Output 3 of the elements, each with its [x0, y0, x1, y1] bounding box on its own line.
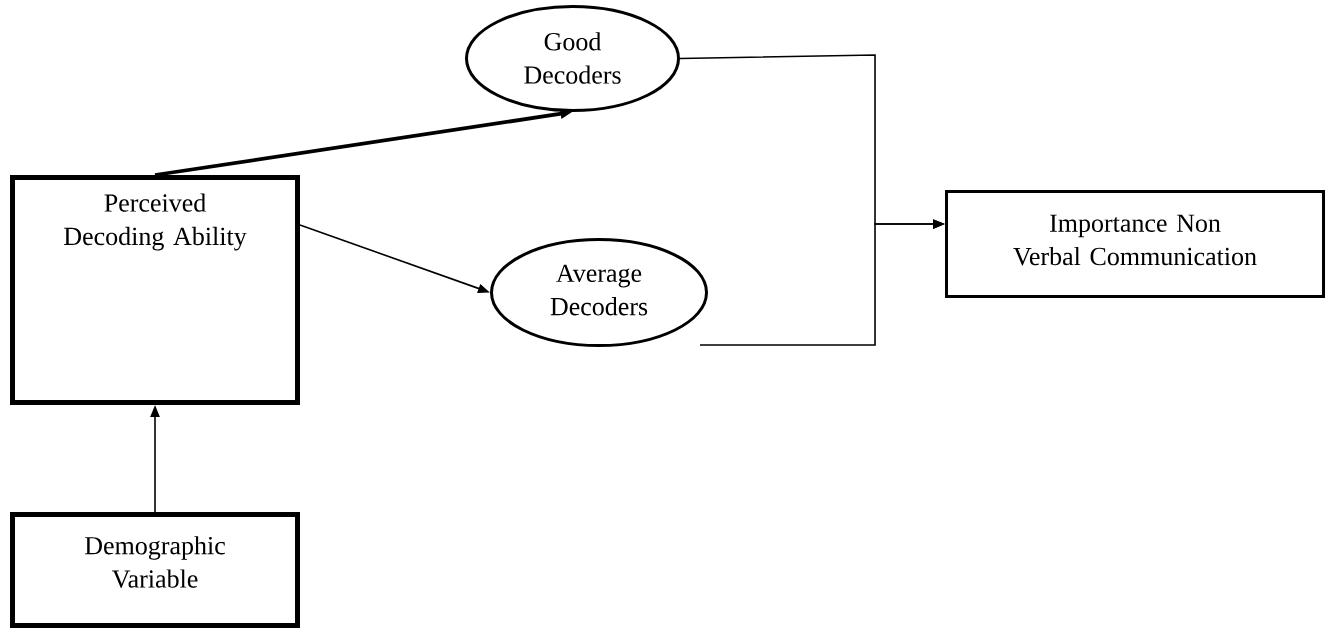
- process-box: Demographic Variable: [10, 512, 300, 628]
- process-box: Perceived Decoding Ability: [10, 175, 300, 405]
- process-box: Importance Non Verbal Communication: [945, 190, 1325, 298]
